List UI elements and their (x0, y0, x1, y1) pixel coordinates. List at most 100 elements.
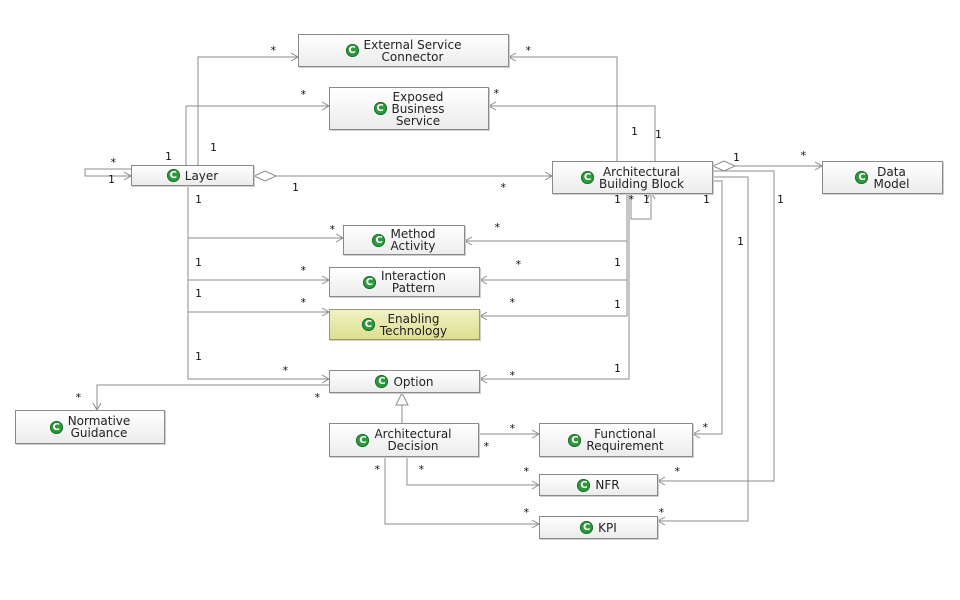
multiplicity-label: 1 (195, 193, 202, 206)
multiplicity-label: 1 (165, 150, 172, 163)
class-icon: C (855, 171, 869, 184)
multiplicity-label: * (270, 44, 277, 57)
abb-to-method (465, 194, 628, 242)
multiplicity-label: 1 (655, 128, 662, 141)
multiplicity-label: * (509, 296, 516, 309)
class-icon: C (362, 275, 376, 289)
multiplicity-label: * (75, 391, 82, 404)
arrowhead (656, 516, 666, 526)
abb-to-kpi (658, 176, 749, 522)
class-label: Layer (184, 168, 219, 183)
class-normative-guidance[interactable]: C Normative Guidance (15, 410, 165, 444)
multiplicity-label: 1 (292, 181, 299, 194)
multiplicity-label: 1 (703, 193, 710, 206)
multiplicity-label: 1 (195, 287, 202, 300)
class-label: Interaction Pattern (380, 269, 447, 295)
class-icon: C (577, 478, 591, 492)
class-icon: C (166, 169, 180, 182)
multiplicity-label: * (628, 193, 635, 206)
multiplicity-label: * (523, 506, 530, 519)
arrowhead (656, 476, 666, 486)
abb-to-exposed-service (489, 105, 656, 161)
abb-to-enabling (480, 194, 628, 317)
multiplicity-label: * (314, 391, 321, 404)
multiplicity-label: * (674, 465, 681, 478)
abb-to-nfr (658, 170, 775, 482)
arrowhead (691, 429, 701, 439)
arrowhead (478, 374, 488, 384)
class-kpi[interactable]: C KPI (539, 516, 658, 539)
class-label: Normative Guidance (67, 414, 131, 440)
multiplicity-label: * (509, 422, 516, 435)
abb-to-functional (693, 180, 723, 435)
multiplicity-label: * (329, 223, 336, 236)
class-icon: C (580, 521, 594, 534)
option-to-normative (96, 384, 329, 410)
layer-to-exposed-service (185, 105, 329, 165)
multiplicity-label: * (525, 44, 532, 57)
multiplicity-label: 1 (777, 193, 784, 206)
abb-to-option (480, 194, 630, 380)
multiplicity-label: * (658, 506, 665, 519)
class-icon: C (356, 433, 370, 447)
multiplicity-label: * (282, 364, 289, 377)
arrowhead (507, 52, 517, 62)
class-functional-requirement[interactable]: C Functional Requirement (539, 423, 693, 457)
class-exposed-business-service[interactable]: C Exposed Business Service (329, 87, 489, 130)
multiplicity-label: * (509, 369, 516, 382)
class-icon: C (568, 433, 582, 447)
class-external-service-connector[interactable]: C External Service Connector (298, 34, 509, 67)
class-icon: C (49, 420, 63, 434)
multiplicity-label: 1 (737, 235, 744, 248)
class-label: Method Activity (390, 227, 436, 253)
decision-to-nfr (406, 457, 539, 486)
class-icon: C (581, 171, 595, 184)
multiplicity-label: * (300, 296, 307, 309)
class-label: Exposed Business Service (391, 89, 445, 128)
class-data-model[interactable]: C Data Model (822, 161, 943, 194)
class-icon: C (372, 233, 386, 247)
layer-self-association (84, 168, 131, 177)
abb-self-association (630, 194, 652, 220)
multiplicity-label: * (702, 421, 709, 434)
arrowhead (463, 236, 473, 246)
class-icon: C (361, 318, 375, 331)
multiplicity-label: 1 (614, 256, 621, 269)
aggregation-diamond-layer (252, 170, 278, 182)
class-label: Option (393, 374, 434, 389)
class-architectural-decision[interactable]: C Architectural Decision (329, 423, 479, 457)
class-label: NFR (595, 478, 620, 492)
class-label: External Service Connector (363, 37, 462, 64)
multiplicity-label: * (374, 463, 381, 476)
class-label: Architectural Decision (374, 427, 452, 453)
layer-bus (187, 186, 329, 380)
multiplicity-label: 1 (614, 362, 621, 375)
class-architectural-building-block[interactable]: C Architectural Building Block (552, 161, 713, 194)
arrowhead (478, 275, 488, 285)
multiplicity-label: 1 (195, 350, 202, 363)
decision-to-kpi (384, 457, 539, 525)
arrowhead (487, 101, 497, 111)
class-interaction-pattern[interactable]: C Interaction Pattern (329, 267, 480, 297)
layer-to-external-connector (197, 56, 298, 165)
abb-to-external-connector (509, 56, 618, 161)
generalization-triangle (395, 391, 409, 406)
multiplicity-label: * (493, 87, 500, 100)
class-enabling-technology[interactable]: C Enabling Technology (329, 309, 480, 340)
class-icon: C (373, 102, 387, 115)
multiplicity-label: * (300, 88, 307, 101)
class-nfr[interactable]: C NFR (539, 474, 658, 496)
class-icon: C (345, 44, 359, 57)
class-layer[interactable]: C Layer (131, 165, 254, 186)
multiplicity-label: * (483, 440, 490, 453)
class-label: Architectural Building Block (599, 164, 684, 191)
multiplicity-label: 1 (195, 256, 202, 269)
class-method-activity[interactable]: C Method Activity (343, 225, 465, 255)
class-label: Functional Requirement (586, 427, 664, 453)
multiplicity-label: * (300, 264, 307, 277)
class-option[interactable]: C Option (329, 370, 480, 393)
multiplicity-label: * (515, 258, 522, 271)
multiplicity-label: * (418, 463, 425, 476)
class-icon: C (375, 375, 389, 388)
